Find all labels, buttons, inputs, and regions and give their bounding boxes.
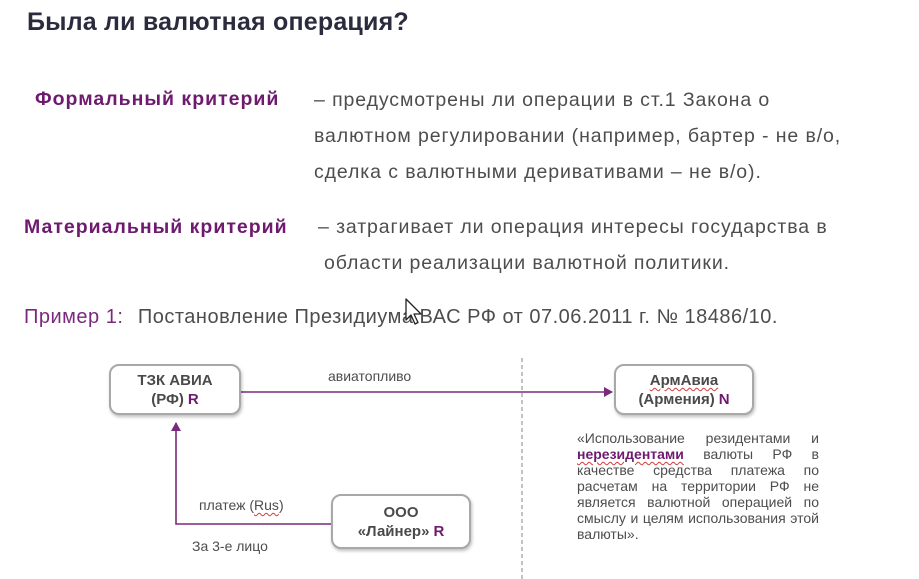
- node-armavia-country-line: (Армения)N: [616, 390, 752, 409]
- node-tzk-avia: ТЗК АВИА (РФ)R: [109, 364, 241, 415]
- node-liner-type: ООО: [383, 504, 419, 521]
- node-liner-name: «Лайнер»: [357, 523, 430, 540]
- mouse-cursor-icon: [405, 298, 422, 325]
- fuel-label: авиатопливо: [328, 368, 412, 384]
- formal-criterion-line-1: – предусмотрены ли операции в ст.1 Закон…: [314, 89, 771, 111]
- node-armavia: АрмАвиа (Армения)N: [614, 364, 754, 415]
- formal-criterion-label: Формальный критерий: [35, 88, 280, 110]
- court-quote: «Использование резидентами и нерезидента…: [577, 430, 819, 542]
- material-criterion-line-1: – затрагивает ли операция интересы госуд…: [318, 216, 828, 238]
- node-tzk-avia-country: (РФ): [151, 391, 184, 408]
- node-liner-name-line: «Лайнер»R: [333, 522, 469, 541]
- node-armavia-country: (Армения): [638, 391, 715, 408]
- resident-mark: R: [433, 523, 445, 540]
- node-tzk-avia-country-line: (РФ)R: [111, 390, 239, 409]
- formal-criterion-line-2: валютном регулировании (например, бартер…: [314, 125, 842, 147]
- payment-currency: Rus: [254, 497, 279, 513]
- slide-title: Была ли валютная операция?: [27, 8, 409, 36]
- third-party-label: За 3-е лицо: [192, 538, 268, 554]
- example-text: Постановление Президиума ВАС РФ от 07.06…: [137, 306, 778, 328]
- example-label: Пример 1:: [24, 306, 124, 328]
- nonresident-mark: N: [718, 391, 730, 408]
- node-liner: ООО «Лайнер»R: [331, 494, 471, 549]
- material-criterion-label: Материальный критерий: [24, 216, 288, 238]
- resident-mark: R: [187, 391, 199, 408]
- formal-criterion-line-3: сделка с валютными деривативами – не в/о…: [314, 161, 762, 183]
- quote-part-1: «Использование резидентами и: [577, 430, 819, 446]
- quote-bold: нерезидентами: [577, 446, 684, 462]
- material-criterion-line-2: области реализации валютной политики.: [324, 252, 730, 274]
- payment-arrow: [171, 422, 331, 525]
- quote-part-2: валюты РФ в качестве средства платежа по…: [577, 446, 819, 542]
- example-line: Пример 1: Постановление Президиума ВАС Р…: [24, 306, 778, 329]
- node-armavia-name: АрмАвиа: [649, 372, 719, 389]
- node-tzk-avia-name: ТЗК АВИА: [137, 372, 213, 389]
- payment-label: платеж (Rus): [199, 497, 284, 513]
